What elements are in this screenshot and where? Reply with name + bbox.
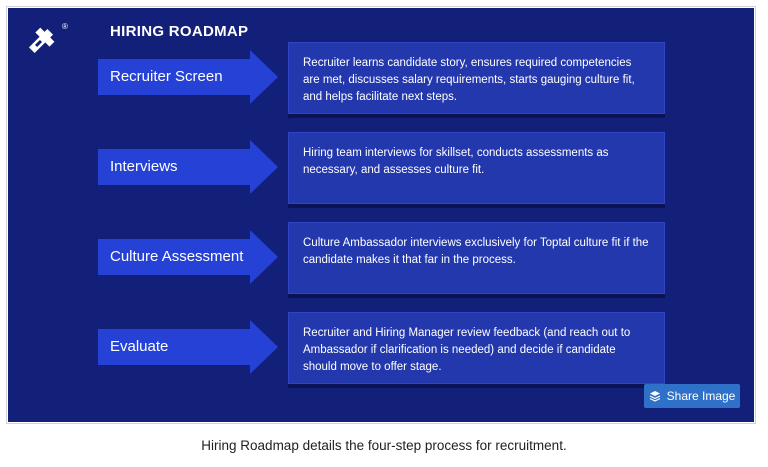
step-description: Recruiter learns candidate story, ensure…	[288, 42, 665, 114]
step-arrow: Evaluate	[98, 320, 278, 374]
step-description: Recruiter and Hiring Manager review feed…	[288, 312, 665, 384]
toptal-logo-icon: ®	[26, 22, 68, 56]
step-arrow: Recruiter Screen	[98, 50, 278, 104]
step-description: Culture Ambassador interviews exclusivel…	[288, 222, 665, 294]
step-description: Hiring team interviews for skillset, con…	[288, 132, 665, 204]
layers-icon	[649, 390, 661, 402]
step-culture-assessment: Culture Assessment Culture Ambassador in…	[98, 222, 754, 302]
roadmap-panel: ® HIRING ROADMAP Recruiter Screen Recrui…	[8, 8, 754, 422]
image-caption: Hiring Roadmap details the four-step pro…	[201, 438, 567, 453]
page-title: HIRING ROADMAP	[110, 23, 249, 40]
step-interviews: Interviews Hiring team interviews for sk…	[98, 132, 754, 212]
step-arrow: Culture Assessment	[98, 230, 278, 284]
step-label: Interviews	[110, 158, 178, 175]
step-label: Culture Assessment	[110, 248, 244, 265]
step-label: Evaluate	[110, 338, 169, 355]
share-image-button[interactable]: Share Image	[644, 384, 740, 408]
step-evaluate: Evaluate Recruiter and Hiring Manager re…	[98, 312, 754, 392]
share-image-label: Share Image	[666, 389, 736, 403]
registered-mark: ®	[62, 22, 68, 31]
step-label: Recruiter Screen	[110, 68, 223, 85]
step-arrow: Interviews	[98, 140, 278, 194]
step-recruiter-screen: Recruiter Screen Recruiter learns candid…	[98, 42, 754, 122]
